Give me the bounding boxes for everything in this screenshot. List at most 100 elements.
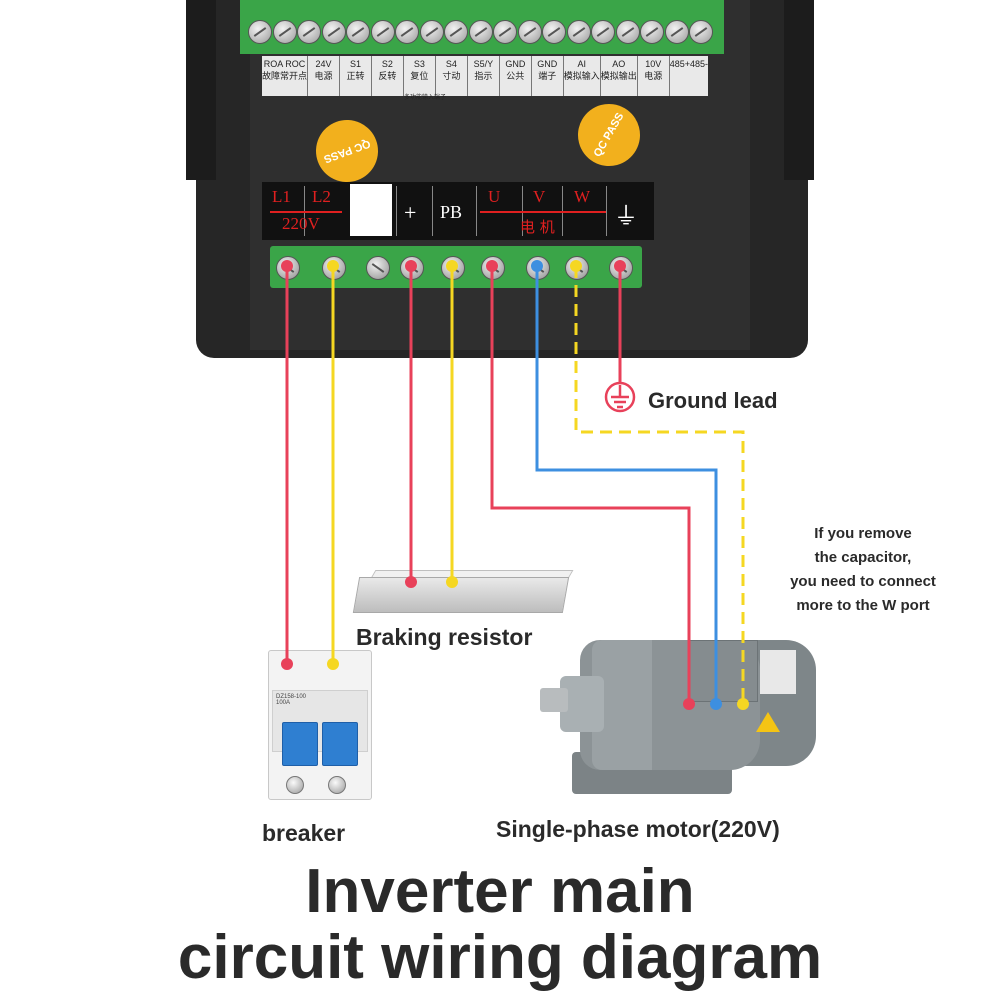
control-terminal-screw (321, 20, 346, 44)
control-terminal-screw (664, 20, 689, 44)
control-terminal-code: S4 (445, 59, 457, 69)
control-terminal-code: S3 (413, 59, 425, 69)
terminal-label-v: V (533, 187, 546, 206)
control-terminal-screw (468, 20, 493, 44)
control-terminal-code: S5/Y (473, 59, 494, 69)
dot-w (570, 260, 582, 272)
power-terminal-blank-label (350, 184, 392, 236)
label-divider (476, 186, 477, 236)
control-terminal-label: 485+485- (670, 56, 708, 96)
breaker-bottom-screw-right (328, 776, 346, 794)
dot-u (486, 260, 498, 272)
dot-motor-blue (710, 698, 722, 710)
control-terminal-label: S2 反转 (372, 56, 404, 96)
control-terminal-screw (370, 20, 395, 44)
control-terminal-code: 24V (315, 59, 332, 69)
dot-motor-red (683, 698, 695, 710)
control-terminal-function: 反转 (378, 71, 397, 81)
note-line: more to the W port (796, 597, 930, 614)
control-terminal-label: S4 寸动 (436, 56, 468, 96)
control-terminal-screw (272, 20, 297, 44)
control-terminal-code: AI (577, 59, 587, 69)
control-terminal-function: 复位 (410, 71, 429, 81)
diagram-title-line2: circuit wiring diagram (177, 923, 823, 992)
terminal-label-l1: L1 (272, 187, 291, 206)
control-terminal-code: 485+485- (669, 59, 709, 69)
breaker-model-text: DZ158-100 100A (276, 694, 306, 706)
control-terminal-label: 10V 电源 (638, 56, 670, 96)
braking-resistor-label: Braking resistor (356, 624, 533, 650)
terminal-label-ground-icon: ⏚ (614, 202, 638, 230)
housing-left-rib (186, 0, 216, 180)
dot-l2 (327, 260, 339, 272)
control-terminal-footer: 多功能输入端子 (403, 95, 446, 101)
dot-resistor-yellow (446, 576, 458, 588)
dot-motor-yellow (737, 698, 749, 710)
label-red-underline-left (270, 211, 342, 213)
power-terminal-screw (366, 256, 390, 280)
dot-breaker-yellow (327, 658, 339, 670)
capacitor-note: If you remove the capacitor, you need to… (752, 522, 974, 618)
control-terminal-screw (444, 20, 468, 44)
terminal-label-motor-cn: 电 机 (520, 218, 555, 236)
note-line: you need to connect (790, 573, 936, 590)
control-terminal-screw (517, 20, 542, 44)
control-terminal-code: S1 (349, 59, 361, 69)
wire-u-red (490, 266, 691, 702)
motor-nameplate (760, 650, 796, 694)
control-terminal-function: 模拟输出 (600, 71, 637, 81)
control-terminal-function: 正转 (346, 71, 365, 81)
motor-junction-box (688, 640, 758, 702)
control-terminal-screw (297, 20, 321, 44)
control-terminal-code: GND (505, 59, 526, 69)
control-terminal-function: 故障常开点 (262, 71, 308, 81)
note-line: the capacitor, (814, 549, 912, 566)
terminal-label-plus: + (404, 200, 417, 225)
control-terminal-label: S1 正转 (340, 56, 372, 96)
warning-icon (756, 712, 780, 732)
control-terminal-label: AI 模拟输入 (564, 56, 601, 96)
terminal-label-pb: PB (440, 202, 463, 222)
terminal-label-u: U (488, 187, 501, 206)
control-terminal-screw (419, 20, 444, 44)
control-terminal-function: 模拟输入 (563, 71, 600, 81)
ground-symbol-icon (604, 381, 636, 413)
control-terminal-screw (640, 20, 664, 44)
dot-resistor-red (405, 576, 417, 588)
diagram-title-line1: Inverter main (305, 857, 695, 926)
control-terminal-screw (346, 20, 370, 44)
control-terminal-code: AO (612, 59, 626, 69)
dot-l1 (281, 260, 293, 272)
control-terminal-label: ROA ROC 故障常开点 (262, 56, 309, 96)
dot-ground (614, 260, 626, 272)
control-terminal-function: 端子 (538, 71, 557, 81)
control-terminal-screw (542, 20, 566, 44)
control-terminal-code: 10V (645, 59, 662, 69)
dot-breaker-red (281, 658, 293, 670)
control-terminal-function: 电源 (644, 71, 663, 81)
control-terminal-screw (493, 20, 517, 44)
control-terminal-code: GND (537, 59, 558, 69)
control-terminal-code: S2 (381, 59, 393, 69)
label-divider (432, 186, 433, 236)
control-terminal-screw (395, 20, 419, 44)
control-terminal-label: S3 复位 (404, 56, 436, 96)
dot-pb (446, 260, 458, 272)
control-terminal-code: ROA ROC (263, 59, 306, 69)
control-terminal-screw (615, 20, 640, 44)
housing-right-rib (784, 0, 814, 180)
control-terminal-function: 公共 (506, 71, 525, 81)
control-terminal-function: 寸动 (442, 71, 461, 81)
control-terminal-screw (248, 20, 272, 44)
breaker-model: DZ158-100 (276, 694, 307, 700)
breaker-bottom-screw-left (286, 776, 304, 794)
control-terminal-label: AO 模拟输出 (601, 56, 638, 96)
breaker-label: breaker (262, 820, 346, 846)
breaker-lever-right (322, 722, 358, 766)
control-terminal-screw (591, 20, 615, 44)
terminal-label-l2: L2 (312, 187, 331, 206)
